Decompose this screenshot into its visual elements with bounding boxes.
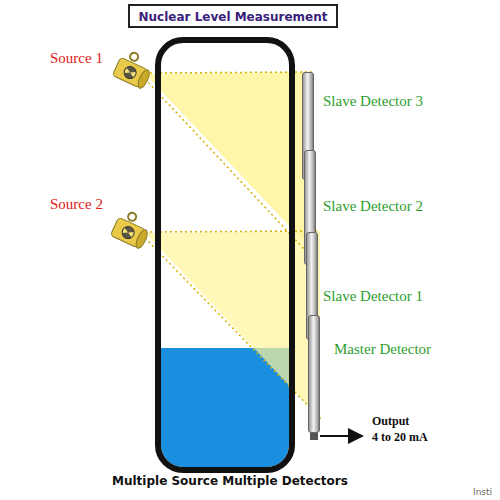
output-label: Output <box>372 414 409 429</box>
beam-1 <box>145 72 312 250</box>
beam-edges <box>145 72 322 420</box>
source-label: Source 2 <box>50 196 103 213</box>
detector-label: Slave Detector 3 <box>323 93 423 110</box>
source-2-holder <box>110 208 153 250</box>
source-node: Source 1 <box>112 58 150 88</box>
detector-tube: Master Detector <box>308 315 320 433</box>
title-box: Nuclear Level Measurement <box>128 4 338 28</box>
detector-label: Master Detector <box>334 341 431 358</box>
liquid <box>161 348 289 467</box>
watermark: Insti <box>473 487 492 497</box>
signal-range: 4 to 20 mA <box>372 430 428 445</box>
detector-label: Slave Detector 2 <box>323 198 423 215</box>
detector-plug <box>310 433 318 440</box>
source-node: Source 2 <box>110 218 148 248</box>
title-text: Nuclear Level Measurement <box>138 10 327 24</box>
caption: Multiple Source Multiple Detectors <box>112 474 348 488</box>
source-1-holder <box>112 48 155 90</box>
output-arrow <box>320 435 362 437</box>
source-label: Source 1 <box>50 50 103 67</box>
detector-label: Slave Detector 1 <box>323 288 423 305</box>
vessel-wall <box>158 40 292 470</box>
